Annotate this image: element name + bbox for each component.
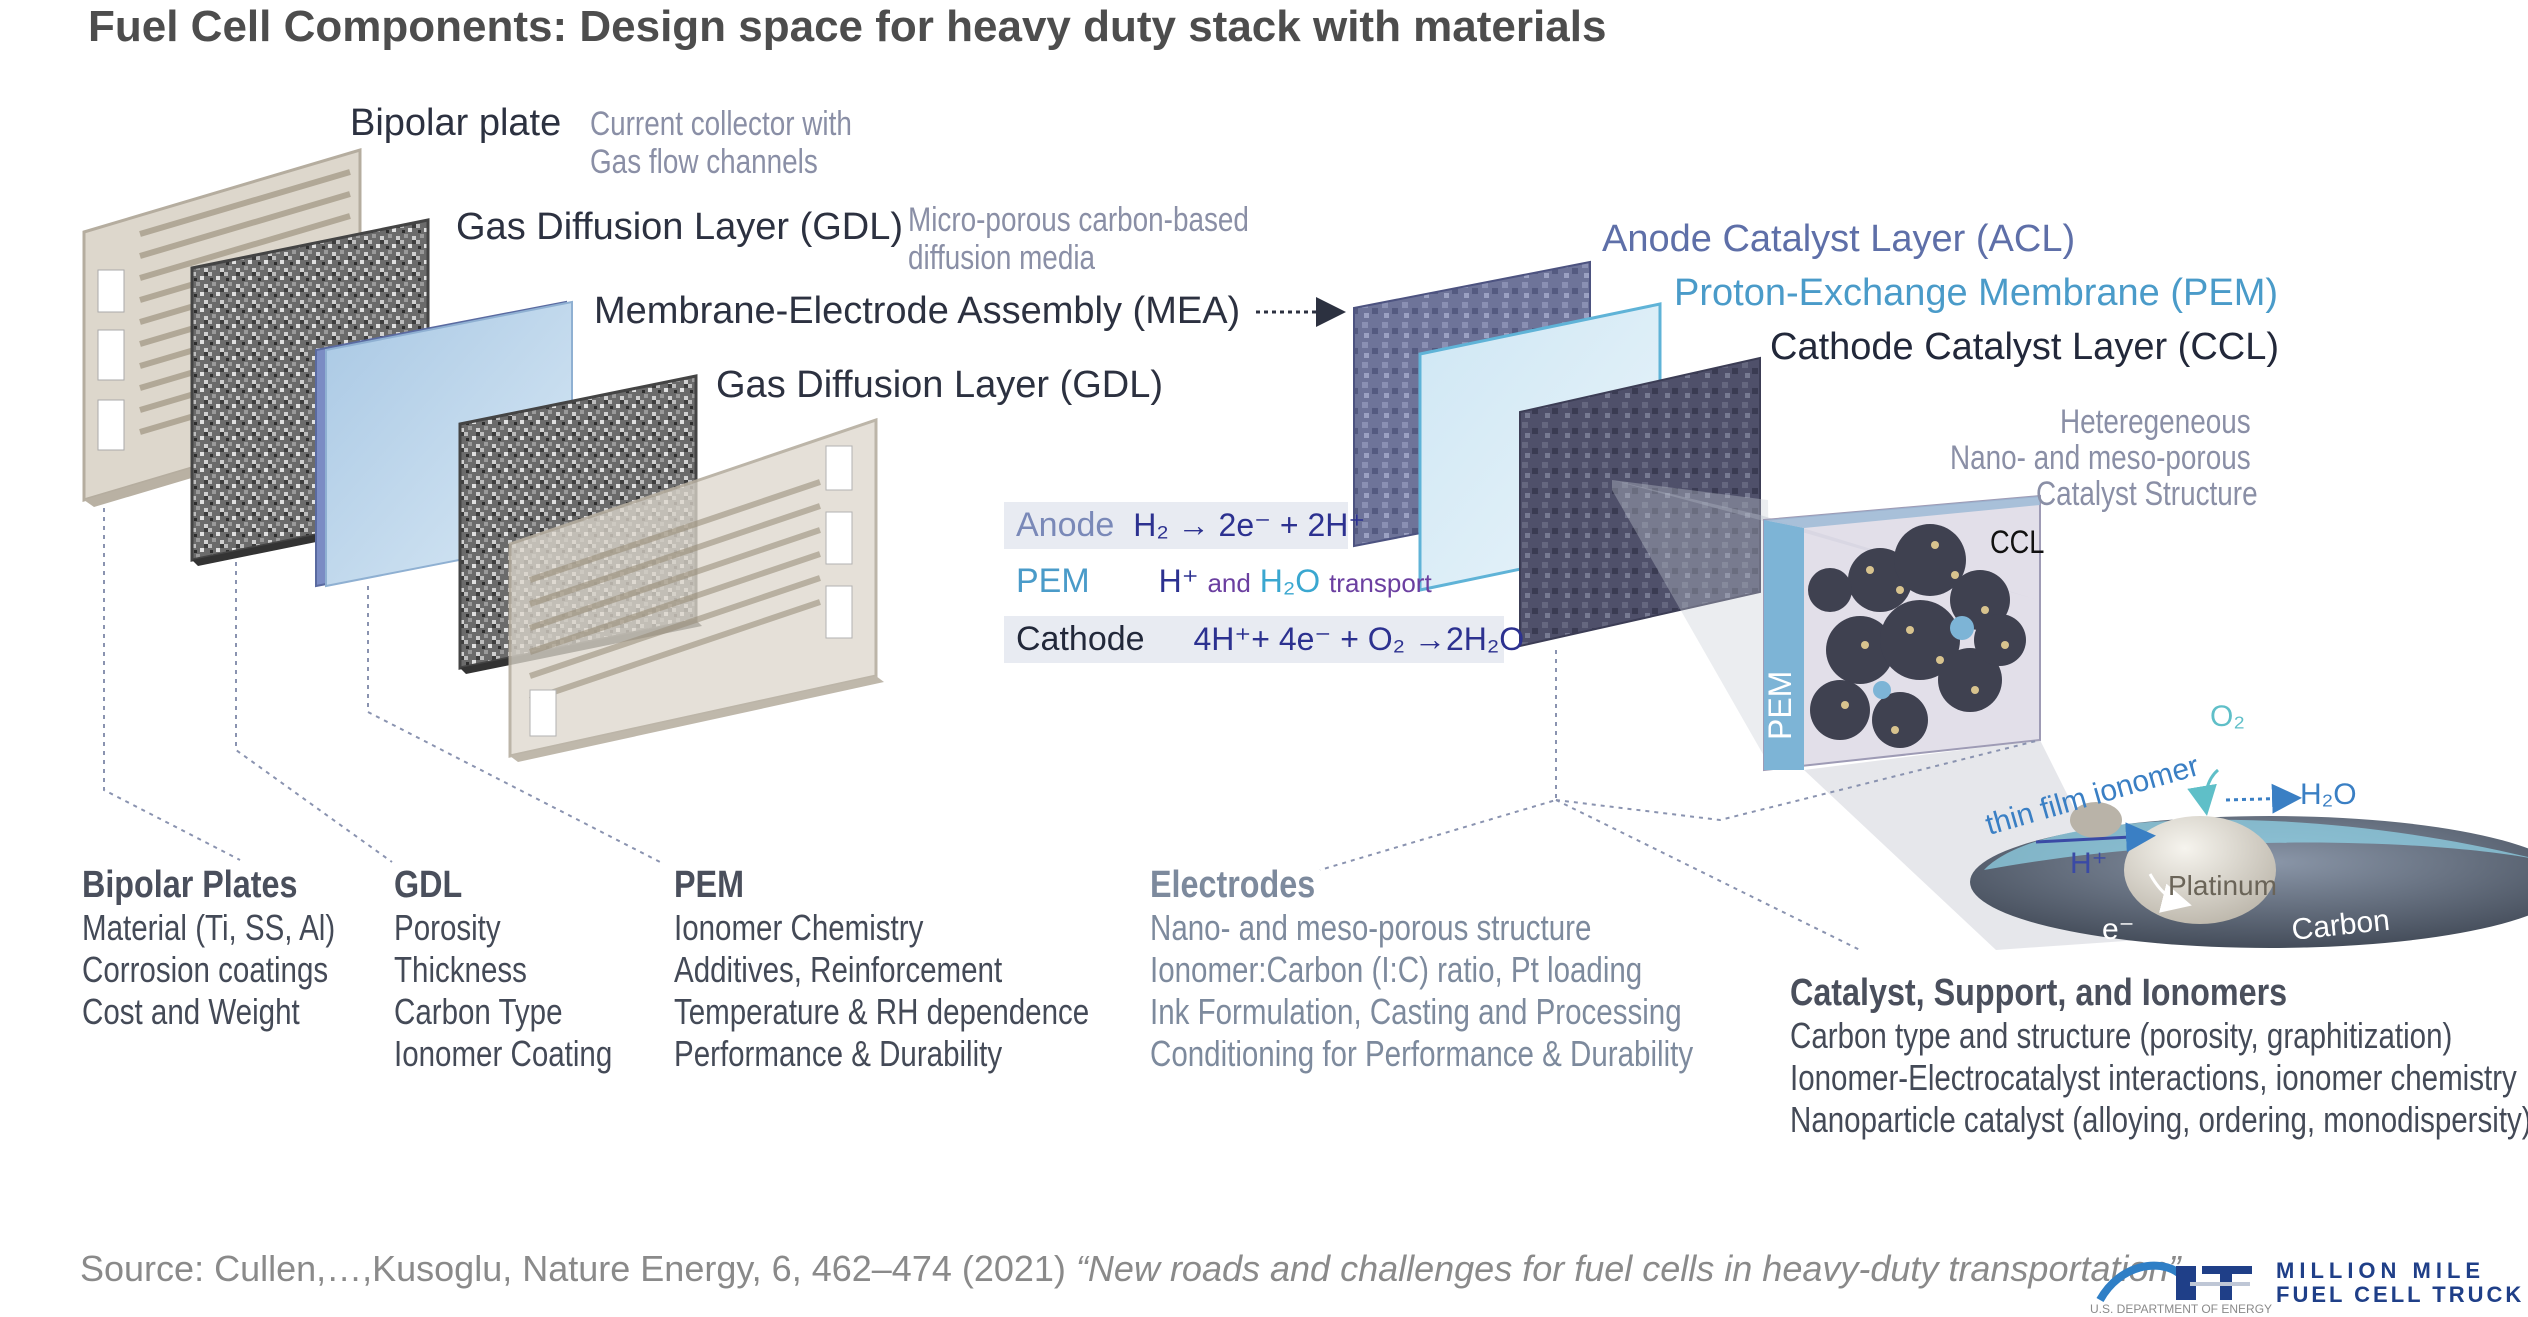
catalyst-column-line: Ionomer-Electrocatalyst interactions, io… — [1790, 1057, 2517, 1098]
ccl-label: Cathode Catalyst Layer (CCL) — [1770, 326, 2279, 368]
bipolar-column-line: Corrosion coatings — [82, 949, 329, 990]
bipolar-column: Bipolar Plates Material (Ti, SS, Al) Cor… — [82, 864, 391, 1033]
electrodes-column: Electrodes Nano- and meso-porous structu… — [1150, 864, 1812, 1075]
leader-lines-left — [103, 508, 661, 863]
gdl-column-line: Ionomer Coating — [394, 1033, 613, 1074]
pem-column: PEM Ionomer Chemistry Additives, Reinfor… — [674, 864, 1180, 1075]
catalyst-column-line: Nanoparticle catalyst (alloying, orderin… — [1790, 1099, 2528, 1140]
gdl-note-2: diffusion media — [908, 239, 1096, 277]
electrodes-column-title: Electrodes — [1150, 864, 1316, 906]
electrodes-column-line: Ionomer:Carbon (I:C) ratio, Pt loading — [1150, 949, 1643, 990]
cube-ccl-label: CCL — [1990, 524, 2045, 560]
cathode-equation: 4H⁺+ 4e⁻ + O₂ →2H₂O — [1193, 621, 1525, 657]
gdl-top-label: Gas Diffusion Layer (GDL) — [456, 206, 904, 248]
logo-line-1: MILLION MILE — [2276, 1258, 2486, 1283]
gdl-bottom-label: Gas Diffusion Layer (GDL) — [716, 364, 1164, 406]
gdl-column-line: Carbon Type — [394, 991, 563, 1032]
source-citation: Source: Cullen,…,Kusoglu, Nature Energy,… — [80, 1248, 2181, 1290]
hplus-label: H⁺ — [2070, 847, 2108, 880]
bipolar-plate-label: Bipolar plate — [350, 102, 562, 144]
gdl-column-line: Porosity — [394, 907, 501, 948]
source-title: “New roads and challenges for fuel cells… — [1075, 1248, 2181, 1289]
logo-small-text: U.S. DEPARTMENT OF ENERGY — [2090, 1302, 2273, 1316]
logo-line-2: FUEL CELL TRUCK — [2276, 1282, 2525, 1307]
gdl-column-line: Thickness — [394, 949, 527, 990]
pem-reaction-label: PEM — [1016, 562, 1090, 600]
pem-column-line: Ionomer Chemistry — [674, 907, 924, 948]
bipolar-plate-note-2: Gas flow channels — [590, 143, 818, 181]
bipolar-plate-front — [508, 417, 884, 762]
structure-note-1: Heteregeneous — [2060, 403, 2251, 441]
anode-equation: H₂ → 2e⁻ + 2H⁺ — [1133, 507, 1366, 543]
gdl-column-title: GDL — [394, 864, 463, 906]
bipolar-column-line: Material (Ti, SS, Al) — [82, 907, 336, 948]
electrodes-column-line: Nano- and meso-porous structure — [1150, 907, 1592, 948]
o2-label: O₂ — [2210, 700, 2245, 733]
catalyst-column-title: Catalyst, Support, and Ionomers — [1790, 972, 2288, 1014]
leader-lines-right — [1319, 650, 2041, 951]
cathode-reaction: Cathode 4H⁺+ 4e⁻ + O₂ →2H₂O — [1004, 616, 1524, 663]
eminus-label: e⁻ — [2102, 913, 2135, 946]
m2fct-logo — [2090, 1254, 2260, 1310]
h2o-label: H₂O — [2300, 778, 2357, 811]
pem-reaction-h2o: H₂O — [1259, 563, 1321, 599]
pem-column-line: Performance & Durability — [674, 1033, 1003, 1074]
mea-label: Membrane-Electrode Assembly (MEA) — [594, 290, 1241, 332]
structure-note-2: Nano- and meso-porous — [1950, 439, 2251, 477]
page-title: Fuel Cell Components: Design space for h… — [88, 2, 1607, 51]
bipolar-column-line: Cost and Weight — [82, 991, 300, 1032]
gdl-note-1: Micro-porous carbon-based — [908, 201, 1249, 239]
cathode-label: Cathode — [1016, 620, 1145, 658]
structure-note-3: Catalyst Structure — [2036, 475, 2258, 513]
anode-label: Anode — [1016, 506, 1115, 544]
pem-reaction-transport: transport — [1329, 568, 1432, 598]
pem-reaction-hplus: H⁺ — [1158, 563, 1199, 599]
pem-column-title: PEM — [674, 864, 745, 906]
pem-column-line: Temperature & RH dependence — [674, 991, 1090, 1032]
catalyst-cube — [1763, 494, 2041, 772]
pem-reaction-and: and — [1207, 568, 1251, 598]
bipolar-plate-note-1: Current collector with — [590, 105, 852, 143]
pem-column-line: Additives, Reinforcement — [674, 949, 1003, 990]
pem-label: Proton-Exchange Membrane (PEM) — [1674, 272, 2279, 314]
ccl-plate — [1519, 356, 1761, 648]
electrodes-column-line: Ink Formulation, Casting and Processing — [1150, 991, 1682, 1032]
bipolar-column-title: Bipolar Plates — [82, 864, 298, 906]
anode-reaction: Anode H₂ → 2e⁻ + 2H⁺ — [1004, 502, 1365, 549]
pem-reaction: PEM H⁺ and H₂O transport — [1016, 562, 1432, 601]
cube-pem-label: PEM — [1762, 670, 1798, 740]
acl-label: Anode Catalyst Layer (ACL) — [1602, 218, 2076, 260]
electrodes-column-line: Conditioning for Performance & Durabilit… — [1150, 1033, 1694, 1074]
source-prefix: Source: Cullen,…,Kusoglu, Nature Energy,… — [80, 1248, 1076, 1289]
gdl-column: GDL Porosity Thickness Carbon Type Ionom… — [394, 864, 660, 1075]
platinum-label: Platinum — [2168, 870, 2277, 901]
catalyst-column: Catalyst, Support, and Ionomers Carbon t… — [1790, 972, 2528, 1141]
catalyst-column-line: Carbon type and structure (porosity, gra… — [1790, 1015, 2453, 1056]
